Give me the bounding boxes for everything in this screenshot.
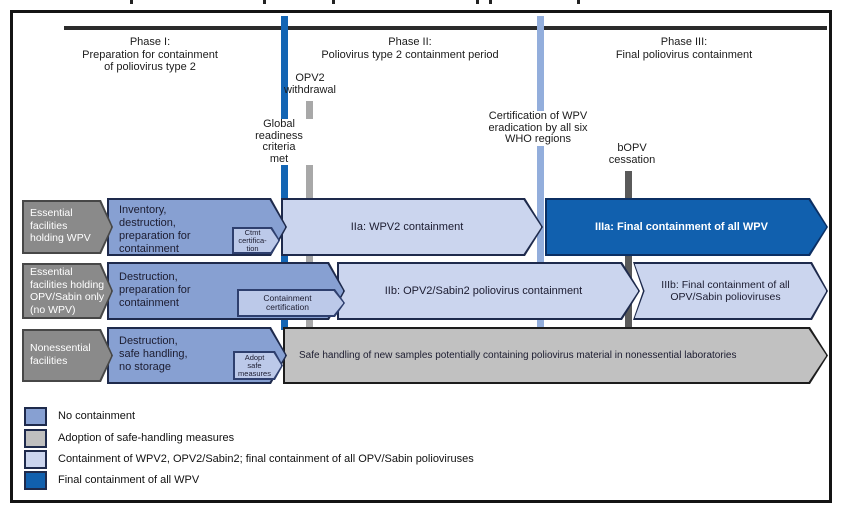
cropped-caption-fragment: [489, 0, 492, 4]
row1-facility-arrow: Essential facilities holding WPV: [22, 200, 113, 254]
legend-swatch-safe-handling: [24, 428, 47, 448]
legend-label: Final containment of all WPV: [58, 474, 200, 486]
legend-label: Adoption of safe-handling measures: [58, 432, 235, 444]
legend-swatch-no-containment: [24, 406, 47, 426]
row2-certification-label: Containment certification: [263, 292, 312, 312]
row2-phase2-label: IIb: OPV2/Sabin2 poliovirus containment: [384, 285, 583, 297]
row2-phase3-arrow: IIIb: Final containment of all OPV/Sabin…: [633, 262, 828, 320]
phase-3-title: Phase III:: [660, 36, 708, 48]
timeline-axis: [64, 26, 827, 30]
phase-1-subtitle: Preparation for containment of polioviru…: [82, 48, 218, 74]
global-readiness-label: Global readiness criteria met: [238, 118, 320, 165]
legend-swatch-containment: [24, 449, 47, 469]
row2-phase1-label: Destruction, preparation for containment: [119, 271, 191, 309]
legend-item-final-containment: Final containment of all WPV: [24, 470, 200, 490]
row1-phase3-label: IIIa: Final containment of all WPV: [595, 221, 768, 233]
row1-phase1-label: Inventory, destruction, preparation for …: [119, 204, 191, 255]
cropped-caption-fragment: [263, 0, 266, 4]
wpv-certification-bar: [537, 16, 544, 330]
row1-certification-label: Ctmt certifica- tion: [238, 227, 267, 253]
cropped-caption-fragment: [476, 0, 479, 4]
row3-safe-handling-arrow: Safe handling of new samples potentially…: [283, 327, 828, 384]
row1-phase3-arrow: IIIa: Final containment of all WPV: [545, 198, 828, 256]
row3-facility-label: Nonessential facilities: [30, 342, 91, 367]
row3-phase1-label: Destruction, safe handling, no storage: [119, 335, 188, 373]
phase-3-header: Phase III: Final poliovirus containment: [564, 36, 804, 61]
row2-facility-arrow: Essential facilities holding OPV/Sabin o…: [22, 263, 113, 319]
phase-1-header: Phase I: Preparation for containment of …: [30, 36, 270, 74]
wpv-certification-label: Certification of WPV eradication by all …: [456, 110, 620, 146]
cropped-caption-fragment: [130, 0, 133, 4]
bopv-cessation-label: bOPV cessation: [608, 142, 656, 166]
cropped-caption-fragment: [577, 0, 580, 4]
figure-border: [10, 10, 832, 503]
opv2-withdrawal-label: OPV2 withdrawal: [284, 72, 336, 96]
legend-label: Containment of WPV2, OPV2/Sabin2; final …: [58, 453, 474, 465]
phase-1-title: Phase I:: [129, 36, 171, 48]
legend-item-no-containment: No containment: [24, 406, 136, 426]
row2-phase2-arrow: IIb: OPV2/Sabin2 poliovirus containment: [337, 262, 640, 320]
row3-certification-tag: Adopt safe measures: [233, 351, 283, 380]
phase-2-subtitle: Poliovirus type 2 containment period: [321, 48, 499, 61]
legend-label: No containment: [58, 410, 136, 422]
row3-certification-label: Adopt safe measures: [238, 352, 271, 378]
row3-safe-handling-label: Safe handling of new samples potentially…: [299, 350, 737, 361]
global-readiness-bar: [281, 16, 288, 330]
row1-phase2-arrow: IIa: WPV2 containment: [281, 198, 543, 256]
cropped-caption-fragment: [332, 0, 335, 4]
row1-certification-tag: Ctmt certifica- tion: [232, 227, 280, 254]
legend-item-containment: Containment of WPV2, OPV2/Sabin2; final …: [24, 449, 474, 469]
row3-facility-arrow: Nonessential facilities: [22, 329, 113, 382]
legend-item-safe-handling: Adoption of safe-handling measures: [24, 428, 235, 448]
row1-phase2-label: IIa: WPV2 containment: [350, 221, 464, 233]
row2-facility-label: Essential facilities holding OPV/Sabin o…: [30, 266, 105, 316]
phase-2-title: Phase II:: [388, 36, 432, 48]
row2-certification-tag: Containment certification: [237, 289, 345, 317]
row1-facility-label: Essential facilities holding WPV: [30, 207, 91, 244]
row2-phase3-label: IIIb: Final containment of all OPV/Sabin…: [661, 279, 790, 303]
phase-2-header: Phase II: Poliovirus type 2 containment …: [290, 36, 530, 61]
phase-3-subtitle: Final poliovirus containment: [615, 48, 753, 61]
legend-swatch-final-containment: [24, 470, 47, 490]
